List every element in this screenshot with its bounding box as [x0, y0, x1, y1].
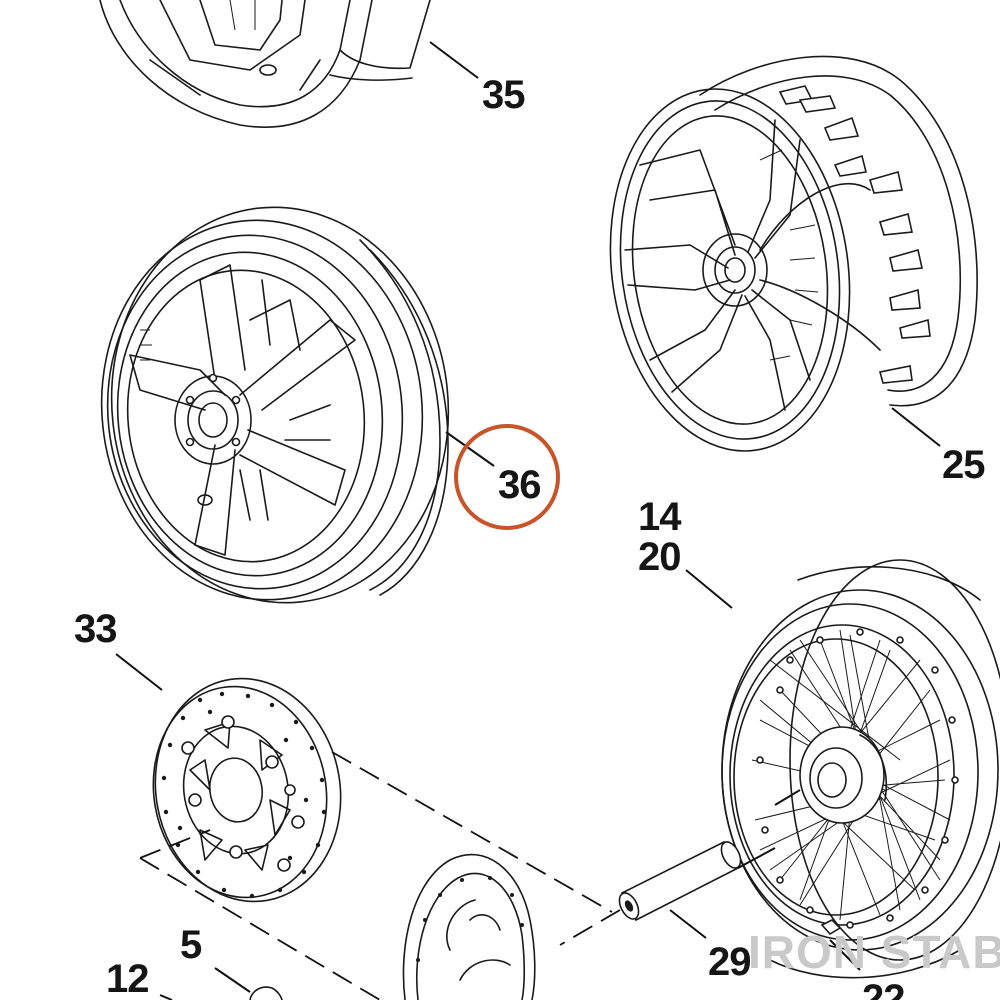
part-29-axle-spacer [618, 840, 742, 922]
part-36-wheel [100, 206, 450, 604]
part-25-wheel [609, 55, 978, 452]
callout-22: 22 [862, 977, 905, 1000]
callout-29: 29 [708, 940, 751, 984]
rear-brake-rotor [402, 853, 536, 1000]
watermark: IRON STABLE [748, 926, 1000, 978]
leader-lines [115, 41, 941, 1000]
callout-14: 14 [638, 495, 682, 539]
callout-5: 5 [180, 923, 202, 967]
assembly-lines [139, 751, 801, 1000]
part-35-wheel [99, 0, 431, 128]
part-5-fastener [249, 986, 283, 1000]
callout-labels: 35 25 36 14 20 33 5 12 29 22 [74, 73, 986, 1000]
callout-20: 20 [638, 535, 681, 579]
callout-12: 12 [106, 957, 149, 1000]
part-22-small-block [820, 919, 842, 936]
callout-36: 36 [498, 463, 541, 507]
callout-35: 35 [482, 73, 525, 117]
highlight-circle [454, 424, 560, 530]
part-33-brake-rotor [152, 677, 342, 903]
part-14-20-spoke-wheel [721, 559, 1000, 979]
callout-25: 25 [942, 443, 985, 487]
callout-33: 33 [74, 607, 117, 651]
